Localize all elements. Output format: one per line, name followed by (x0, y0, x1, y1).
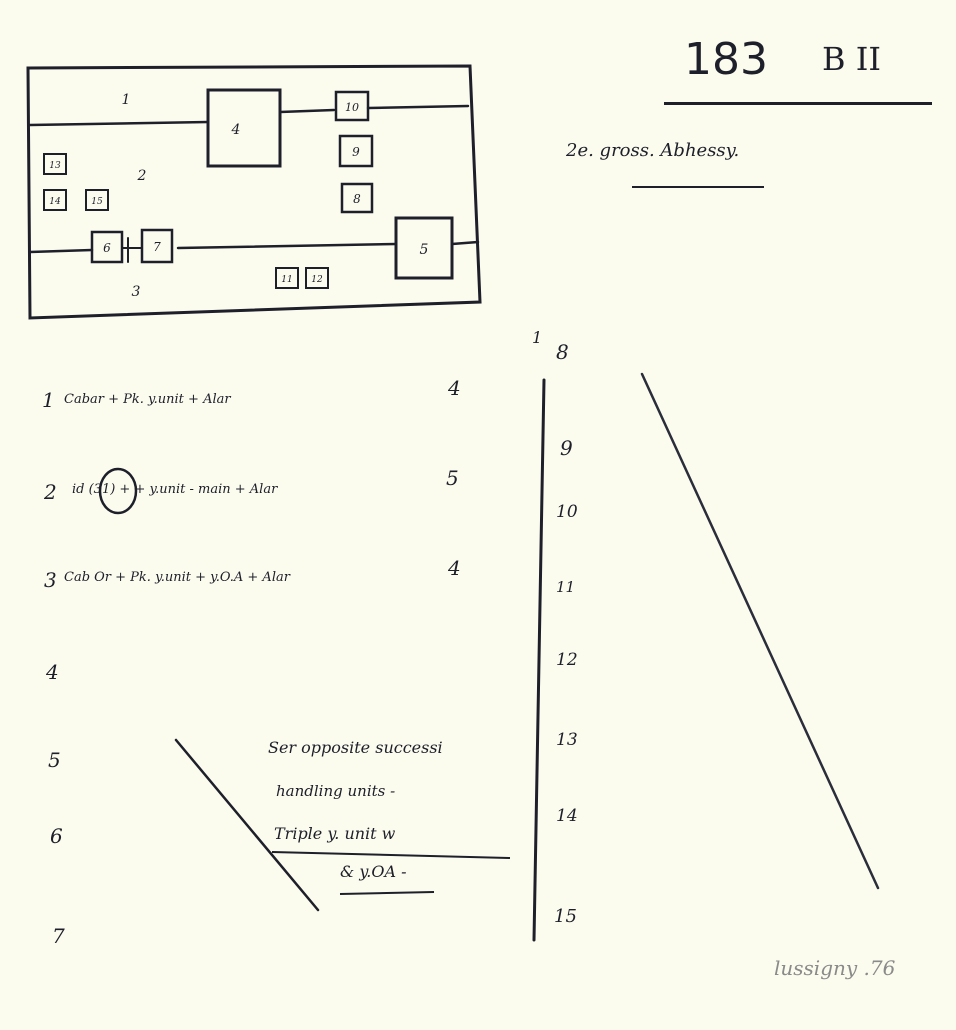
box-label-7: 7 (153, 240, 161, 254)
right-number-12: 12 (556, 650, 578, 670)
list-count-3: 4 (448, 556, 461, 580)
zone-label-3: 3 (132, 284, 141, 300)
box-label-13: 13 (49, 161, 61, 171)
page-subtitle: 2e. gross. Abhessy. (566, 140, 740, 161)
box-label-11: 11 (281, 275, 292, 285)
box-9 (338, 134, 374, 168)
box-4 (206, 88, 282, 168)
subtitle-underline (632, 186, 764, 188)
box-label-6: 6 (103, 241, 111, 255)
sheet-number: 183 (684, 34, 768, 85)
list-number-2: 2 (44, 480, 57, 504)
right-number-14: 14 (556, 806, 578, 826)
right-number-11: 11 (556, 578, 576, 596)
box-label-10: 10 (345, 101, 359, 114)
note-line-4: & y.OA - (340, 862, 407, 881)
box-10 (334, 90, 370, 122)
list-count-2: 5 (446, 466, 459, 490)
box-label-12: 12 (311, 275, 323, 285)
box-15 (85, 189, 109, 211)
note-line-3: Triple y. unit w (274, 824, 396, 843)
list-number-7: 7 (52, 924, 65, 948)
list-number-6: 6 (50, 824, 63, 848)
list-number-1: 1 (42, 388, 55, 412)
right-number-15: 15 (554, 906, 577, 927)
left-diagonal-stroke (174, 738, 320, 912)
column-divider (532, 378, 546, 942)
box-13 (43, 153, 67, 175)
right-number-8: 8 (556, 340, 569, 364)
list-text-1: Cabar + Pk. y.unit + Alar (64, 392, 231, 407)
zone-label-1: 1 (122, 92, 131, 108)
pencil-signature: lussigny .76 (774, 956, 896, 980)
box-label-8: 8 (353, 192, 361, 206)
note-line-1: Ser opposite successi (268, 738, 443, 757)
box-11 (275, 267, 299, 289)
right-number-9: 9 (560, 436, 573, 460)
zone-label-2: 2 (137, 168, 147, 184)
circle-mark (98, 467, 138, 515)
list-number-3: 3 (44, 568, 57, 592)
header-underline (664, 102, 932, 105)
column-marker: 1 (532, 328, 543, 347)
box-label-9: 9 (352, 145, 360, 159)
sheet-code: B II (822, 40, 881, 78)
list-text-2: id (31) + + y.unit - main + Alar (72, 482, 278, 497)
right-number-10: 10 (556, 502, 578, 522)
right-diagonal-stroke (640, 372, 880, 890)
list-text-3: Cab Or + Pk. y.unit + y.O.A + Alar (64, 570, 290, 585)
box-8 (340, 182, 374, 214)
list-number-5: 5 (48, 748, 61, 772)
box-7 (140, 228, 174, 264)
note-line-2: handling units - (276, 782, 396, 800)
box-label-15: 15 (91, 197, 103, 207)
box-label-5: 5 (420, 242, 429, 258)
list-number-4: 4 (46, 660, 59, 684)
box-12 (305, 267, 329, 289)
list-count-1: 4 (448, 376, 461, 400)
box-label-4: 4 (231, 122, 241, 138)
right-number-13: 13 (556, 730, 578, 750)
plan-outline (26, 64, 482, 320)
box-14 (43, 189, 67, 211)
box-label-14: 14 (49, 197, 61, 207)
box-5 (394, 216, 454, 280)
